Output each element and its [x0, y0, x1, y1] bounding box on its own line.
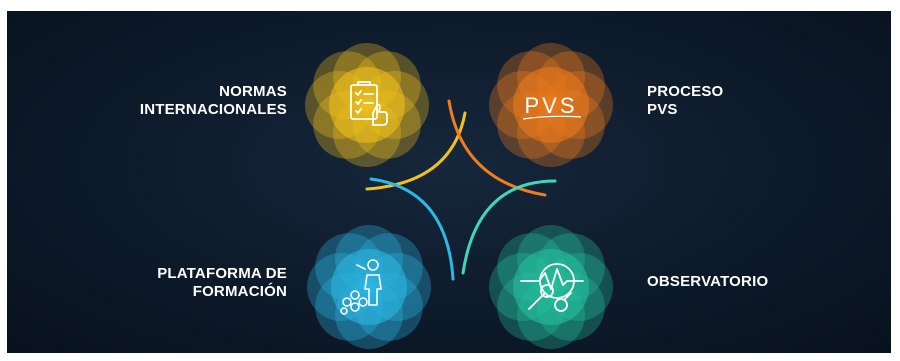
person-network-icon — [340, 259, 382, 315]
blue-arc — [369, 177, 455, 281]
diagram-svg: PVS — [305, 43, 613, 349]
normas-label: NORMAS INTERNACIONALES — [140, 83, 287, 119]
proceso-flower[interactable] — [489, 43, 613, 167]
connector-arcs — [365, 99, 557, 281]
observatorio-flower[interactable] — [489, 225, 613, 349]
pvs-logo-icon: PVS — [522, 93, 582, 120]
normas-flower[interactable] — [305, 43, 429, 167]
flower-core — [513, 67, 589, 143]
yellow-arc — [365, 111, 467, 191]
plataforma-label: PLATAFORMA DE FORMACIÓN — [157, 265, 287, 301]
proceso-label-line1: PROCESO — [647, 83, 724, 100]
plataforma-label-line1: PLATAFORMA DE — [157, 265, 287, 282]
teal-arc — [461, 179, 557, 275]
observatorio-label: OBSERVATORIO — [647, 273, 768, 291]
plataforma-flower[interactable] — [307, 225, 431, 349]
pvs-logo-text: PVS — [524, 93, 577, 118]
orange-arc — [447, 99, 547, 197]
proceso-label-line2: PVS — [647, 101, 678, 118]
diagram-stage: PVS NORMAS INTERNACIONALES PROCESO PVS — [7, 11, 891, 353]
observatorio-label-line1: OBSERVATORIO — [647, 273, 769, 290]
plataforma-label-line2: FORMACIÓN — [192, 283, 287, 300]
flower-core — [329, 67, 405, 143]
normas-label-line1: NORMAS — [219, 83, 287, 100]
proceso-label: PROCESO PVS — [647, 83, 723, 119]
flower-core — [331, 249, 407, 325]
normas-label-line2: INTERNACIONALES — [139, 101, 287, 118]
magnifier-pulse-icon — [520, 263, 584, 312]
checklist-thumbs-up-icon — [350, 81, 388, 126]
